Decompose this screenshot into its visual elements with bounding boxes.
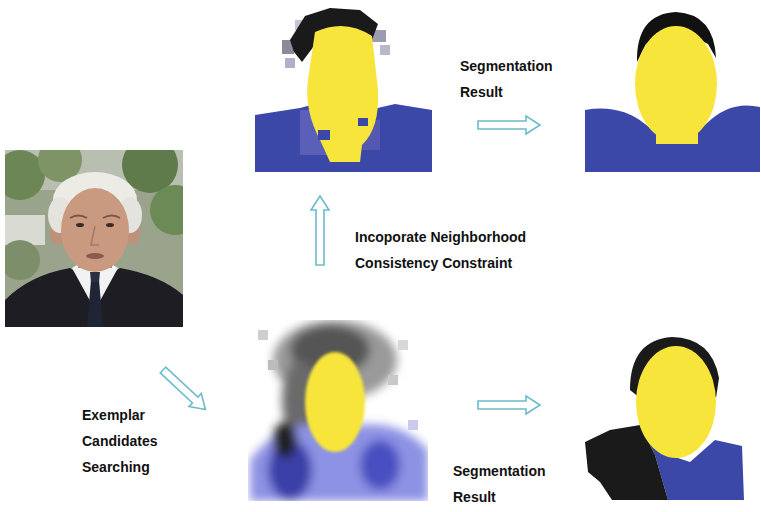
noisy-segmentation (255, 8, 432, 172)
step-label: Segmentation Result (453, 458, 565, 510)
clean-segmentation (585, 12, 760, 172)
blurry-probability-map (248, 320, 428, 501)
input-photo (5, 150, 183, 327)
hollow-arrow (478, 116, 540, 134)
step-label: Segmentation Result (460, 53, 572, 105)
hollow-arrow (478, 396, 540, 414)
hollow-arrow (157, 363, 212, 416)
step-label: Exemplar Candidates Searching (82, 402, 174, 480)
hollow-arrow (311, 196, 329, 265)
step-label: Incoporate Neighborhood Consistency Cons… (355, 224, 565, 276)
initial-segmentation (585, 337, 744, 500)
